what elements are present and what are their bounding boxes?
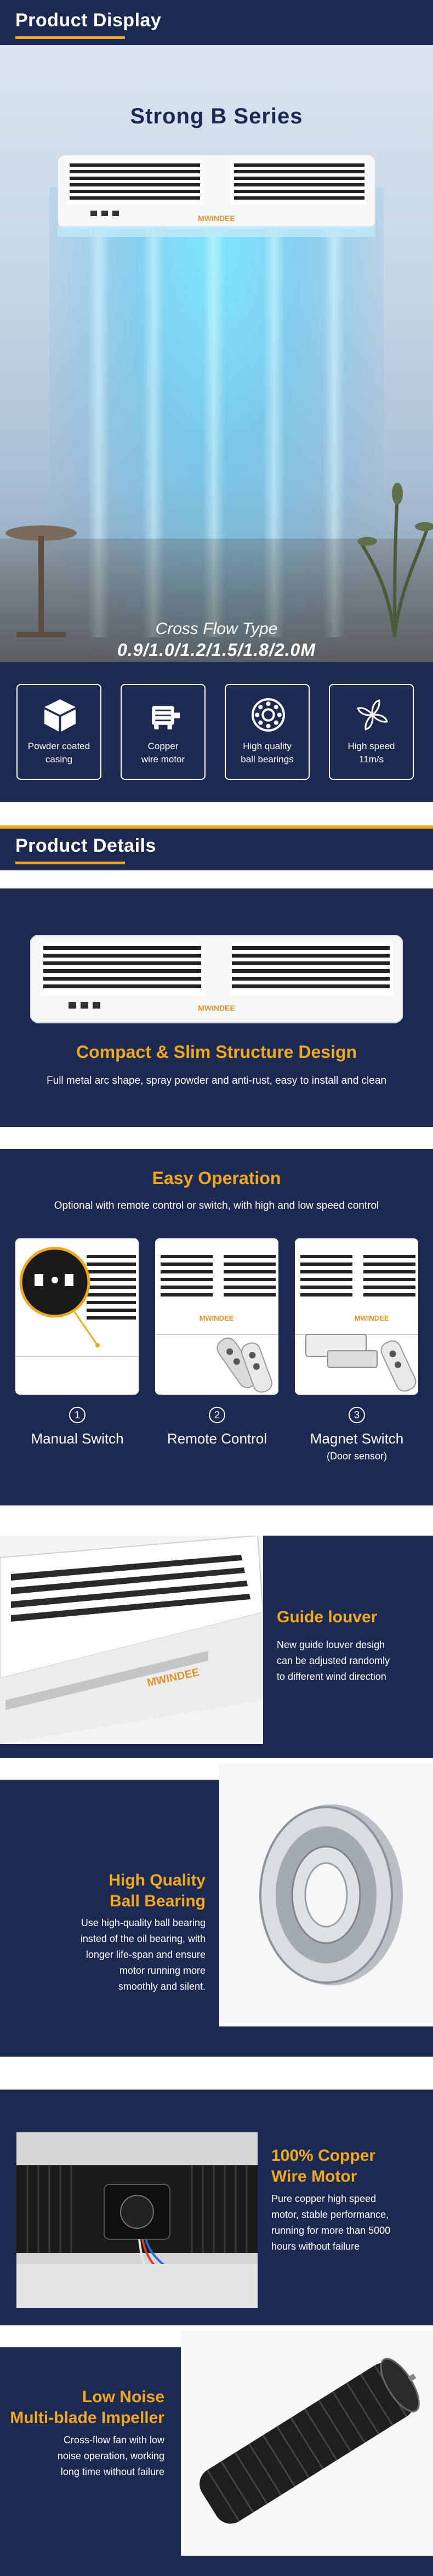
option-label: Remote Control bbox=[167, 1430, 267, 1447]
compact-title: Compact & Slim Structure Design bbox=[76, 1042, 357, 1062]
option-number: 1 bbox=[69, 1407, 86, 1423]
option-card-remote: MWINDEE bbox=[155, 1238, 278, 1395]
impeller-image bbox=[200, 2358, 420, 2524]
remote-control-image: MWINDEE bbox=[155, 1255, 278, 1393]
louver-image: MWINDEE bbox=[0, 1536, 263, 1744]
louver-unit-closeup: MWINDEE bbox=[0, 1536, 263, 1744]
impeller-image-bg bbox=[181, 2331, 433, 2556]
compact-panel: MWINDEE Compact & Slim Structure Design … bbox=[0, 888, 433, 1127]
title-underline bbox=[15, 36, 125, 39]
operation-text: Optional with remote control or switch, … bbox=[54, 1200, 379, 1211]
motor-icon bbox=[152, 706, 180, 729]
motor-image bbox=[16, 2132, 258, 2308]
side-table-icon bbox=[5, 525, 77, 637]
brand-logo: MWINDEE bbox=[355, 1314, 389, 1322]
copper-motor-image bbox=[16, 2132, 258, 2308]
brand-logo: MWINDEE bbox=[198, 1004, 235, 1012]
hero-subtitle: Cross Flow Type bbox=[155, 620, 278, 638]
hero-sizes: 0.9/1.0/1.2/1.5/1.8/2.0M bbox=[117, 640, 316, 660]
series-title: Strong B Series bbox=[130, 104, 303, 128]
compact-text: Full metal arc shape, spray powder and a… bbox=[47, 1075, 386, 1086]
ball-bearing-image bbox=[259, 1804, 403, 1985]
title-underline bbox=[15, 862, 125, 864]
section-header-product-display: Product Display bbox=[0, 0, 433, 45]
cube-icon bbox=[44, 699, 76, 732]
bearing-icon bbox=[252, 698, 285, 732]
operation-title: Easy Operation bbox=[152, 1168, 281, 1188]
option-number: 3 bbox=[349, 1407, 365, 1423]
option-sublabel: (Door sensor) bbox=[326, 1451, 388, 1462]
option-label: Magnet Switch bbox=[310, 1430, 404, 1447]
brand-logo: MWINDEE bbox=[198, 214, 235, 223]
room-floor bbox=[0, 539, 433, 662]
plant-icon bbox=[357, 483, 433, 638]
brand-logo: MWINDEE bbox=[200, 1314, 234, 1322]
manual-switch-image bbox=[15, 1247, 139, 1357]
fan-icon bbox=[357, 699, 388, 731]
air-curtain-unit bbox=[30, 935, 403, 1023]
option-number: 2 bbox=[209, 1407, 225, 1423]
air-curtain-unit bbox=[58, 155, 375, 237]
hero-product-image: Strong B Series MWINDEE Cross Flow Type … bbox=[0, 45, 433, 662]
louver-title: Guide louver bbox=[277, 1608, 378, 1626]
option-label: Manual Switch bbox=[31, 1430, 124, 1447]
header-accent bbox=[0, 825, 433, 829]
section-header-product-details: Product Details bbox=[0, 825, 433, 870]
section-title: Product Details bbox=[15, 835, 156, 856]
option-card-manual bbox=[15, 1238, 139, 1395]
option-card-magnet: MWINDEE bbox=[295, 1238, 418, 1395]
bearing-image-bg bbox=[219, 1763, 433, 2026]
section-title: Product Display bbox=[15, 10, 162, 31]
magnet-switch-image: MWINDEE bbox=[295, 1255, 418, 1392]
